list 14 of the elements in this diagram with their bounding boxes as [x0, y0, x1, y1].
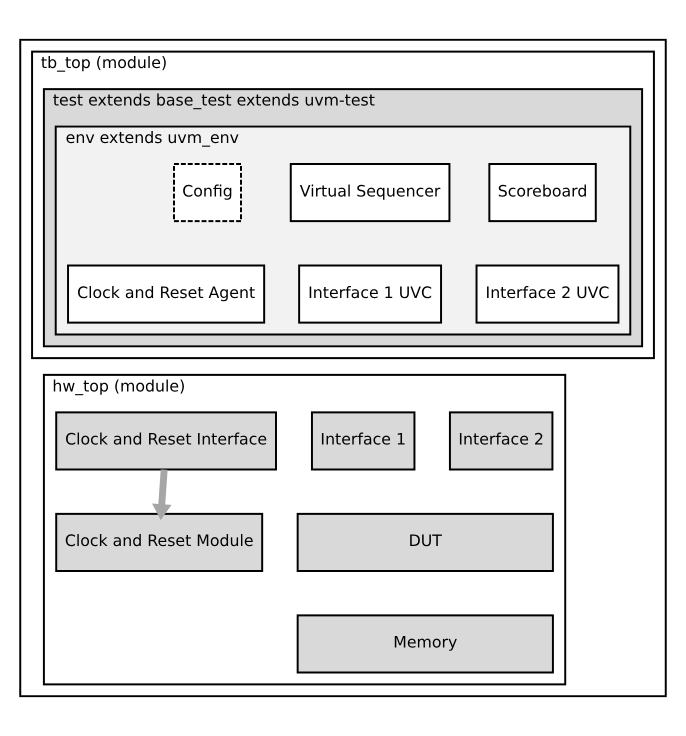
arrow — [152, 469, 172, 520]
node-box: Clock and Reset Interface — [55, 411, 277, 470]
node-box: Interface 2 — [448, 411, 554, 470]
node-box: DUT — [296, 512, 554, 572]
node-box: Memory — [296, 614, 554, 674]
node-box: Interface 2 UVC — [476, 264, 620, 324]
node-box: Scoreboard — [488, 163, 597, 222]
node-box: Clock and Reset Module — [55, 512, 264, 572]
node-box: Interface 1 — [310, 411, 416, 470]
node-box: Clock and Reset Agent — [67, 264, 266, 324]
cluster — [19, 38, 667, 698]
node-box: Interface 1 UVC — [298, 264, 442, 324]
node-box: Virtual Sequencer — [290, 163, 450, 222]
node-box: Config — [173, 163, 242, 222]
